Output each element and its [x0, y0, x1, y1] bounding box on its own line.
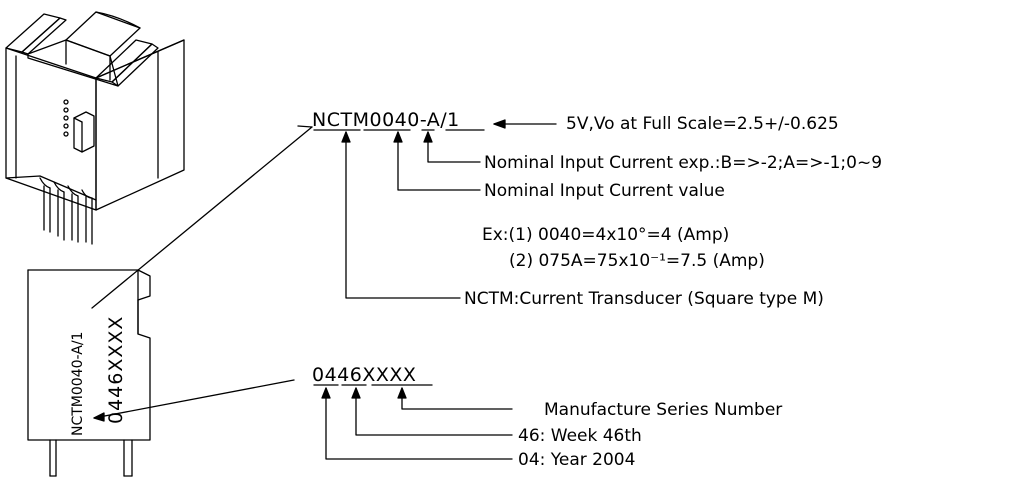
output-spec-note: 5V,Vo at Full Scale=2.5+/-0.625 — [566, 114, 839, 134]
date-code: 0446XXXX — [312, 364, 416, 386]
leader-part-code — [91, 126, 313, 309]
isometric-transducer-drawing — [5, 11, 185, 245]
serial-note: Manufacture Series Number — [544, 400, 782, 420]
exponent-note: Nominal Input Current exp.:B=>-2;A=>-1;0… — [484, 153, 882, 173]
example-2: (2) 075A=75x10⁻¹=7.5 (Amp) — [509, 251, 765, 271]
type-note: NCTM:Current Transducer (Square type M) — [464, 289, 824, 309]
value-note: Nominal Input Current value — [484, 181, 725, 201]
week-note: 46: Week 46th — [518, 426, 642, 446]
leader-date-code — [93, 379, 295, 419]
device-label-datecode: 0446XXXX — [105, 316, 127, 424]
year-note: 04: Year 2004 — [518, 450, 635, 470]
part-code: NCTM0040-A/1 — [312, 109, 460, 131]
device-label-model: NCTM0040-A/1 — [70, 332, 86, 436]
flat-transducer-drawing — [27, 269, 151, 477]
example-1: Ex:(1) 0040=4x10°=4 (Amp) — [482, 225, 729, 245]
